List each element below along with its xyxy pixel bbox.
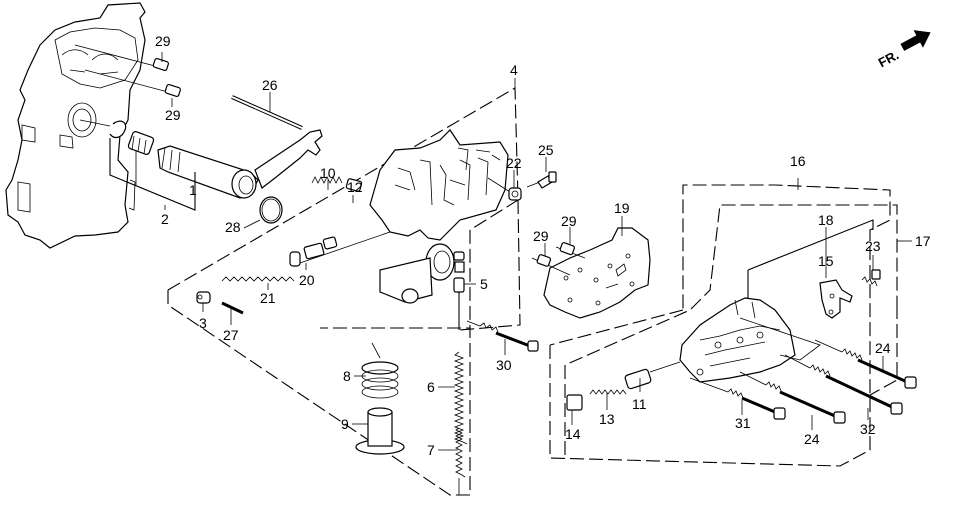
callout-9: 9 xyxy=(341,416,349,432)
callout-10: 10 xyxy=(320,165,336,181)
front-arrow-icon xyxy=(900,30,931,51)
callout-24: 24 xyxy=(804,431,820,447)
callout-23: 23 xyxy=(865,238,881,254)
callout-4: 4 xyxy=(510,62,518,78)
callout-28: 28 xyxy=(225,219,241,235)
callout-29: 29 xyxy=(155,33,171,49)
callout-24: 24 xyxy=(875,340,891,356)
snap-ring xyxy=(79,119,127,139)
sealing-nut-22 xyxy=(487,177,522,201)
callout-2: 2 xyxy=(161,211,169,227)
valve-11 xyxy=(624,361,681,390)
spring-7 xyxy=(455,427,466,495)
callout-8: 8 xyxy=(343,368,351,384)
callout-19: 19 xyxy=(614,200,630,216)
callout-26: 26 xyxy=(262,77,278,93)
spring-6 xyxy=(453,351,468,445)
plug-3 xyxy=(196,291,211,304)
accumulator-piston-9 xyxy=(355,407,405,455)
bolt-32 xyxy=(784,354,903,415)
transmission-housing xyxy=(5,2,146,249)
spring-10 xyxy=(311,176,343,184)
detent-bracket-15 xyxy=(819,279,853,319)
secondary-valve-body xyxy=(679,297,821,383)
pin-29-plate-upper xyxy=(555,242,586,259)
mainshaft xyxy=(157,145,259,199)
callout-3: 3 xyxy=(199,315,207,331)
check-valve-5 xyxy=(453,251,465,330)
callout-22: 22 xyxy=(506,155,522,171)
pin-29-upper xyxy=(74,44,169,71)
callout-30: 30 xyxy=(496,357,512,373)
roll-pin-27 xyxy=(221,301,244,315)
leader-lines xyxy=(161,52,884,451)
callout-29: 29 xyxy=(533,228,549,244)
callout-5: 5 xyxy=(480,276,488,292)
valve-12 xyxy=(345,178,363,192)
callout-6: 6 xyxy=(427,379,435,395)
bolt-23 xyxy=(861,269,881,287)
pin-29-plate-lower xyxy=(531,254,571,276)
plug-bolt-25 xyxy=(526,171,557,189)
callout-7: 7 xyxy=(427,442,435,458)
spring-13 xyxy=(589,389,627,395)
callout-18: 18 xyxy=(818,212,834,228)
callout-15: 15 xyxy=(818,253,834,269)
callout-12: 12 xyxy=(347,179,363,195)
spring-21 xyxy=(221,276,295,282)
callout-21: 21 xyxy=(260,290,276,306)
bolt-24-upper xyxy=(814,339,917,389)
front-label: FR. xyxy=(876,47,902,70)
bolt-24-lower xyxy=(739,371,846,424)
callout-1: 1 xyxy=(189,182,197,198)
front-direction-indicator: FR. xyxy=(876,30,931,70)
spool-valve-20 xyxy=(289,231,391,267)
callout-13: 13 xyxy=(599,411,615,427)
pin-29-lower xyxy=(84,69,181,97)
callout-11: 11 xyxy=(632,396,647,412)
callout-29: 29 xyxy=(165,107,181,123)
callout-20: 20 xyxy=(299,272,315,288)
callout-25: 25 xyxy=(538,142,554,158)
o-ring-28 xyxy=(259,196,283,224)
shift-rod-26 xyxy=(231,95,303,130)
callout-27: 27 xyxy=(223,327,239,343)
callout-32: 32 xyxy=(860,421,876,437)
spring-8 xyxy=(361,342,399,399)
callout-29: 29 xyxy=(561,213,577,229)
main-valve-body xyxy=(369,129,509,304)
cap-14 xyxy=(566,394,583,411)
callout-31: 31 xyxy=(735,415,751,431)
callout-14: 14 xyxy=(565,426,581,442)
shift-fork xyxy=(254,129,323,189)
callout-16: 16 xyxy=(790,153,806,169)
separator-plate-19 xyxy=(543,227,651,319)
callout-17: 17 xyxy=(915,233,931,249)
bolt-30 xyxy=(466,320,539,352)
bolt-31 xyxy=(689,377,786,420)
needle-bearing xyxy=(127,131,155,155)
